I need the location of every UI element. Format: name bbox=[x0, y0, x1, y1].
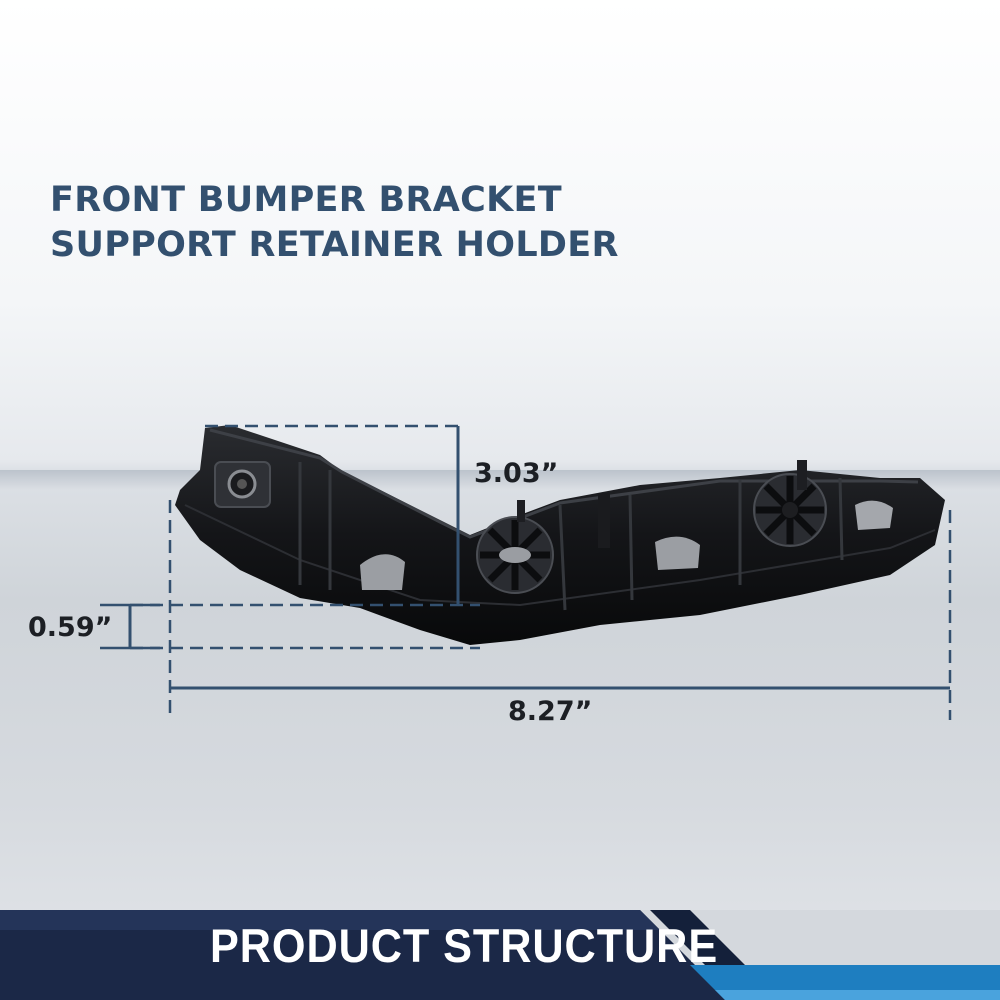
dimension-lines bbox=[100, 424, 952, 720]
banner-background bbox=[0, 910, 1000, 1000]
title-line-1: FRONT BUMPER BRACKET bbox=[50, 180, 562, 220]
product-structure-banner: PRODUCT STRUCTURE bbox=[210, 919, 719, 972]
title-line-2: SUPPORT RETAINER HOLDER bbox=[50, 225, 619, 265]
thickness-dimension-label: 0.59” bbox=[28, 612, 113, 643]
bracket-body bbox=[175, 425, 945, 645]
product-title: FRONT BUMPER BRACKET SUPPORT RETAINER HO… bbox=[50, 178, 619, 268]
length-dimension-label: 8.27” bbox=[508, 696, 593, 727]
height-dimension-label: 3.03” bbox=[474, 458, 559, 489]
